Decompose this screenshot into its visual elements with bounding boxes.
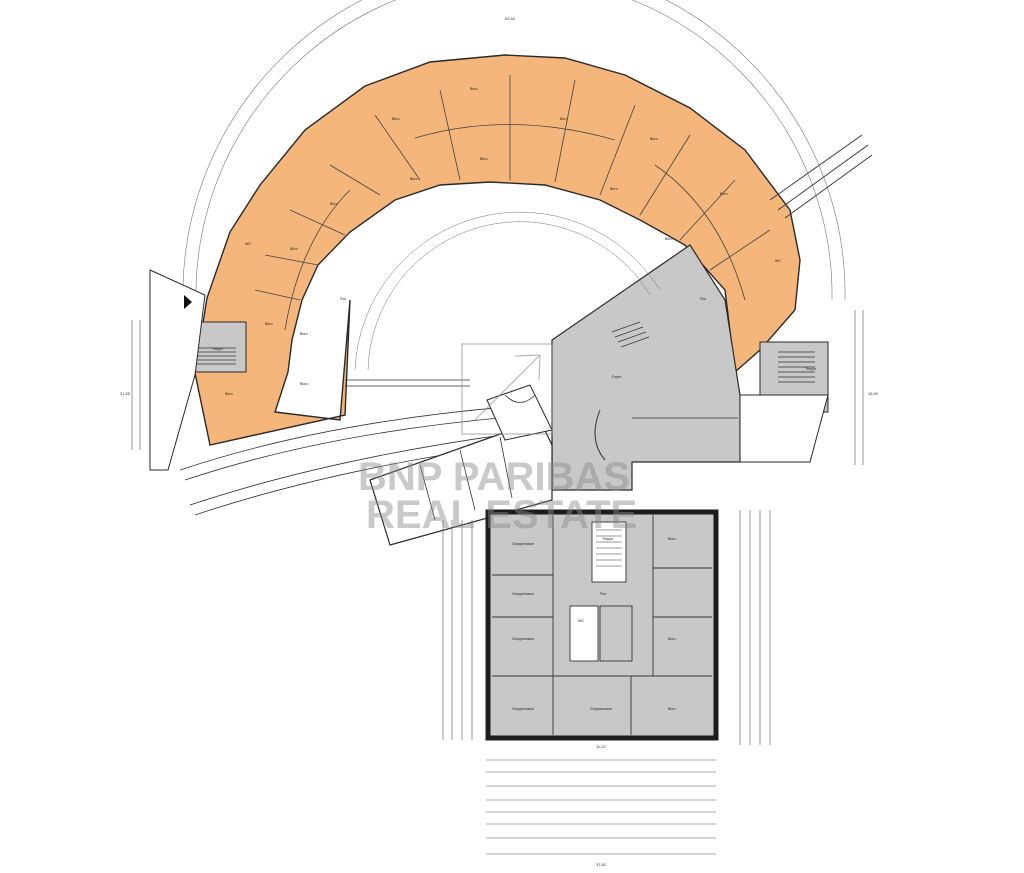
room-label: Flur [700,297,707,301]
room-label: Treppe [805,367,816,371]
room-label: WC [775,259,781,263]
room-label: Büro [480,157,488,161]
right-core [739,341,829,463]
watermark-line-1: BNP PARIBAS [358,455,630,499]
lobby-stair [611,321,650,348]
room-label: Flur [340,297,347,301]
bottom-block [485,509,719,741]
room-label: WC [578,619,584,623]
room-label: Büro [560,117,568,121]
room-label: Foyer [612,375,622,379]
room-label: Büro [410,177,418,181]
north-arrow-icon [461,343,553,435]
room-label: Treppe [602,537,613,541]
room-label: Büro [300,382,308,386]
bottom-stair-treads [596,529,622,567]
room-label: Büro [300,332,308,336]
entrance-arrow-icon [184,295,192,309]
room-label: Büro [290,247,298,251]
vertical-dimension-lines [131,310,864,745]
room-label: Büro [665,237,673,241]
room-label: Gruppenraum [512,637,534,641]
room-label: Gruppenraum [512,707,534,711]
lobby-fill [551,244,741,491]
central-lobby [551,244,741,491]
right-stair-treads [778,351,815,383]
room-label: Gruppenraum [590,707,612,711]
left-core [149,269,247,471]
room-label: Büro [650,137,658,141]
office-partitions [254,75,771,331]
lobby-curved-wall [594,409,606,461]
courtyard-dimension-arcs [354,211,661,371]
horizontal-dimension-lines [486,759,716,855]
room-label: WC [245,242,251,246]
room-label: Büro [668,537,676,541]
right-total-dimension: 18,90 [868,391,879,396]
room-label: Büro [610,187,618,191]
left-total-dimension: 21,55 [120,391,131,396]
left-stair-treads [197,347,236,365]
arc-total-dimension: 63,50 [505,16,516,21]
bottom-total-dimension: 37,61 [596,862,607,867]
room-label: Büro [668,637,676,641]
watermark: BNP PARIBAS REAL ESTATE [358,343,637,537]
right-terrace [739,394,829,463]
curved-office-wing [194,54,801,446]
office-wing-fill [194,54,801,446]
right-bridge [769,134,873,219]
room-label: Gruppenraum [512,542,534,546]
room-labels: BüroBüroBüroBüroBüroBüroBüroBüroBüroBüro… [212,87,816,711]
left-entrance-wedge [149,269,206,471]
room-label: Büro [720,192,728,196]
room-label: Büro [330,202,338,206]
block-width-dimension: 11,22 [596,744,606,749]
room-label: Büro [392,117,400,121]
room-label: Gruppenraum [512,592,534,596]
outer-dimension-arcs [182,0,846,301]
room-label: Flur [600,592,607,596]
room-label: Büro [225,392,233,396]
room-label: Büro [470,87,478,91]
connector-corridor [369,384,553,546]
bottom-block-partitions [492,515,712,735]
watermark-line-2: REAL ESTATE [366,493,637,537]
room-label: Büro [668,707,676,711]
room-label: Treppe [212,347,223,351]
room-label: Büro [265,322,273,326]
